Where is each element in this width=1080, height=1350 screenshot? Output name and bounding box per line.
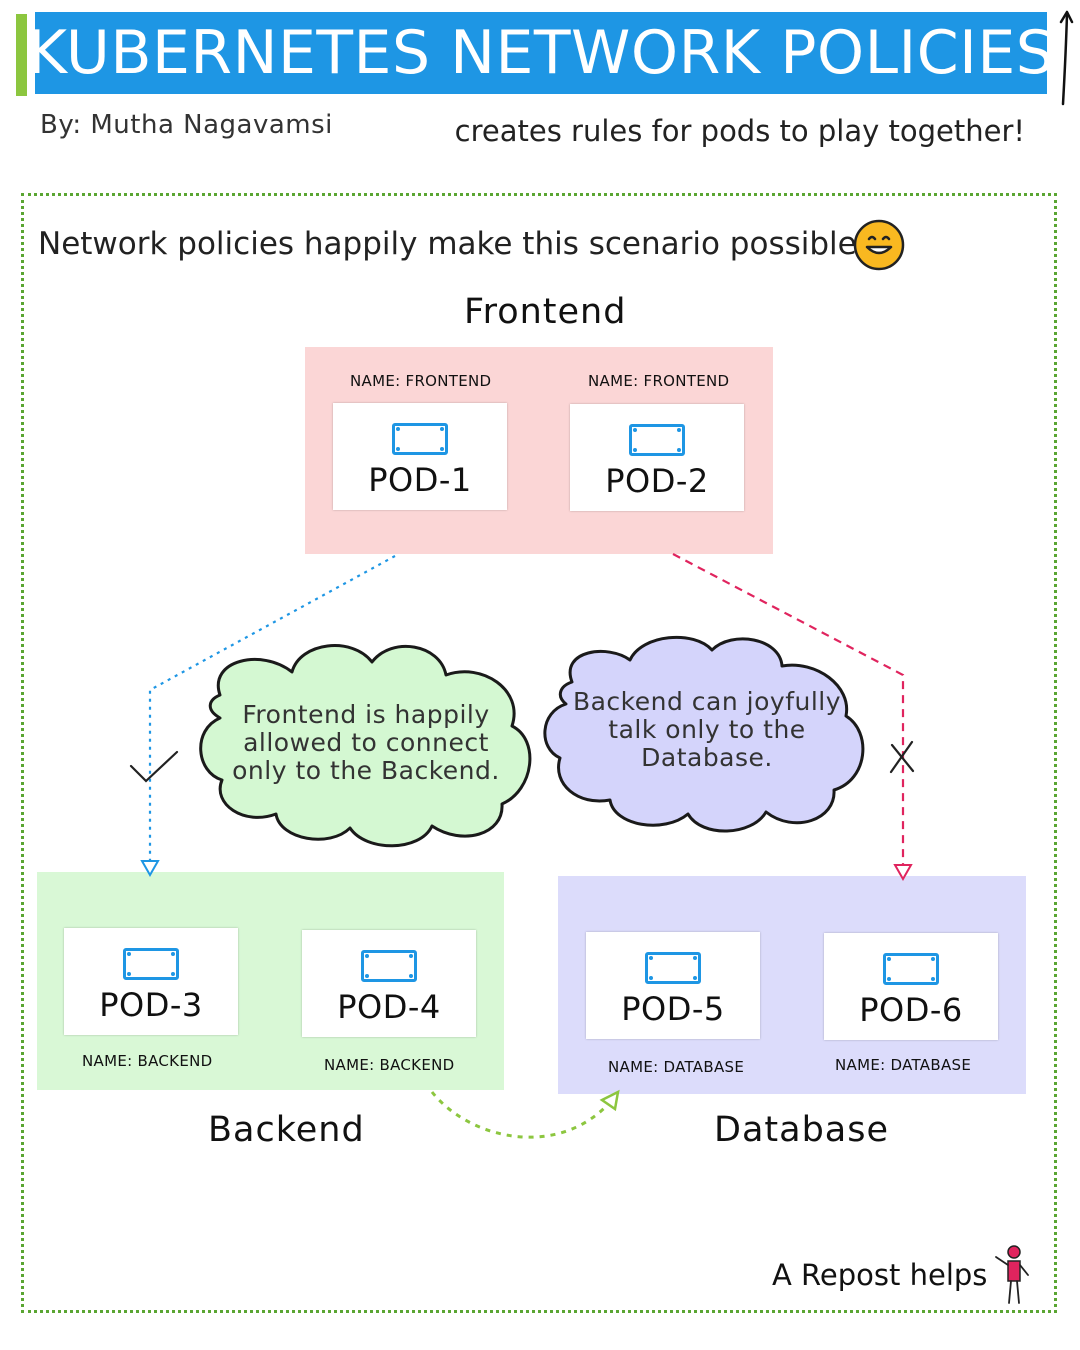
pod-3-label: POD-3 bbox=[99, 986, 203, 1024]
backend-label: Backend bbox=[208, 1110, 365, 1150]
repost-text: A Repost helps bbox=[772, 1258, 988, 1292]
pod-icon bbox=[883, 953, 939, 985]
title-banner: KUBERNETES NETWORK POLICIES bbox=[28, 12, 1054, 94]
content-frame bbox=[21, 193, 1057, 1313]
pod-4-label: POD-4 bbox=[337, 988, 441, 1026]
pod6-name-tag: NAME: DATABASE bbox=[835, 1056, 972, 1074]
pod-2-label: POD-2 bbox=[605, 462, 709, 500]
pod-icon bbox=[629, 424, 685, 456]
pod-6-label: POD-6 bbox=[859, 991, 963, 1029]
right-cloud-text: Backend can joyfully talk only to the Da… bbox=[571, 688, 843, 772]
pod-4-card[interactable]: POD-4 bbox=[302, 930, 476, 1037]
accent-bar bbox=[16, 14, 27, 96]
author: By: Mutha Nagavamsi bbox=[40, 110, 333, 140]
pod-1-card[interactable]: POD-1 bbox=[333, 403, 507, 510]
pod-5-card[interactable]: POD-5 bbox=[586, 932, 760, 1039]
left-cloud-line-2: allowed to connect bbox=[243, 728, 489, 757]
stick-figure-icon bbox=[995, 1245, 1029, 1304]
pod3-name-tag: NAME: BACKEND bbox=[82, 1052, 213, 1070]
arrow-up-icon bbox=[1059, 10, 1074, 106]
pod-6-card[interactable]: POD-6 bbox=[824, 933, 998, 1040]
pod1-name-tag: NAME: FRONTEND bbox=[350, 372, 492, 390]
right-cloud-line-1: Backend can joyfully bbox=[572, 687, 842, 716]
pod4-name-tag: NAME: BACKEND bbox=[324, 1056, 455, 1074]
pod-2-card[interactable]: POD-2 bbox=[570, 404, 744, 511]
pod-5-label: POD-5 bbox=[621, 990, 725, 1028]
left-cloud-line-1: Frontend is happily bbox=[242, 700, 490, 729]
pod5-name-tag: NAME: DATABASE bbox=[608, 1058, 745, 1076]
pod-icon bbox=[123, 948, 179, 980]
smiley-icon bbox=[853, 219, 905, 271]
pod2-name-tag: NAME: FRONTEND bbox=[588, 372, 730, 390]
intro-text: Network policies happily make this scena… bbox=[38, 226, 867, 262]
tagline: creates rules for pods to play together! bbox=[454, 114, 1025, 148]
right-cloud-line-2: talk only to the bbox=[608, 715, 806, 744]
database-label: Database bbox=[714, 1110, 890, 1150]
right-cloud-line-3: Database. bbox=[641, 743, 773, 772]
pod-icon bbox=[392, 423, 448, 455]
left-cloud-text: Frontend is happily allowed to connect o… bbox=[226, 701, 506, 785]
page-title: KUBERNETES NETWORK POLICIES bbox=[27, 18, 1055, 88]
frontend-label: Frontend bbox=[464, 292, 627, 332]
pod-icon bbox=[645, 952, 701, 984]
left-cloud-line-3: only to the Backend. bbox=[232, 756, 500, 785]
pod-icon bbox=[361, 950, 417, 982]
pod-1-label: POD-1 bbox=[368, 461, 472, 499]
pod-3-card[interactable]: POD-3 bbox=[64, 928, 238, 1035]
